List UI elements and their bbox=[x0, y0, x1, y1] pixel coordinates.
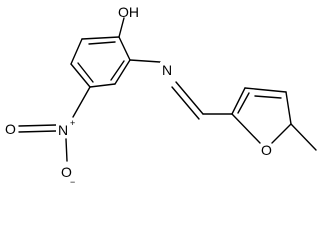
nitro-oxygen-top-label: O bbox=[5, 121, 16, 137]
hydroxyl-bond bbox=[118, 17, 125, 38]
structure-drawing: OH N N + O O − O bbox=[5, 4, 317, 187]
furan-oxygen-label: O bbox=[261, 142, 272, 158]
nitro-nitrogen-label: N bbox=[58, 122, 68, 138]
chemical-structure: OH N N + O O − O bbox=[5, 4, 317, 187]
imine-nitrogen-label: N bbox=[162, 62, 172, 78]
phenol-ring bbox=[70, 36, 131, 88]
nitro-oxygen-bottom-label: O bbox=[61, 164, 72, 180]
nitro-nitrogen-charge: + bbox=[70, 118, 75, 128]
imine-bonds bbox=[129, 59, 204, 120]
nitro-nitrogen-bg bbox=[56, 118, 70, 138]
nitro-oxygen-charge: − bbox=[70, 177, 75, 187]
nitro-bonds bbox=[18, 124, 68, 162]
imine-nitrogen-bg bbox=[160, 62, 174, 80]
hydroxyl-label: OH bbox=[118, 4, 139, 20]
methyl-bond bbox=[290, 123, 317, 151]
nitro-attachment-bond bbox=[72, 86, 91, 118]
furan-ring bbox=[231, 87, 292, 144]
